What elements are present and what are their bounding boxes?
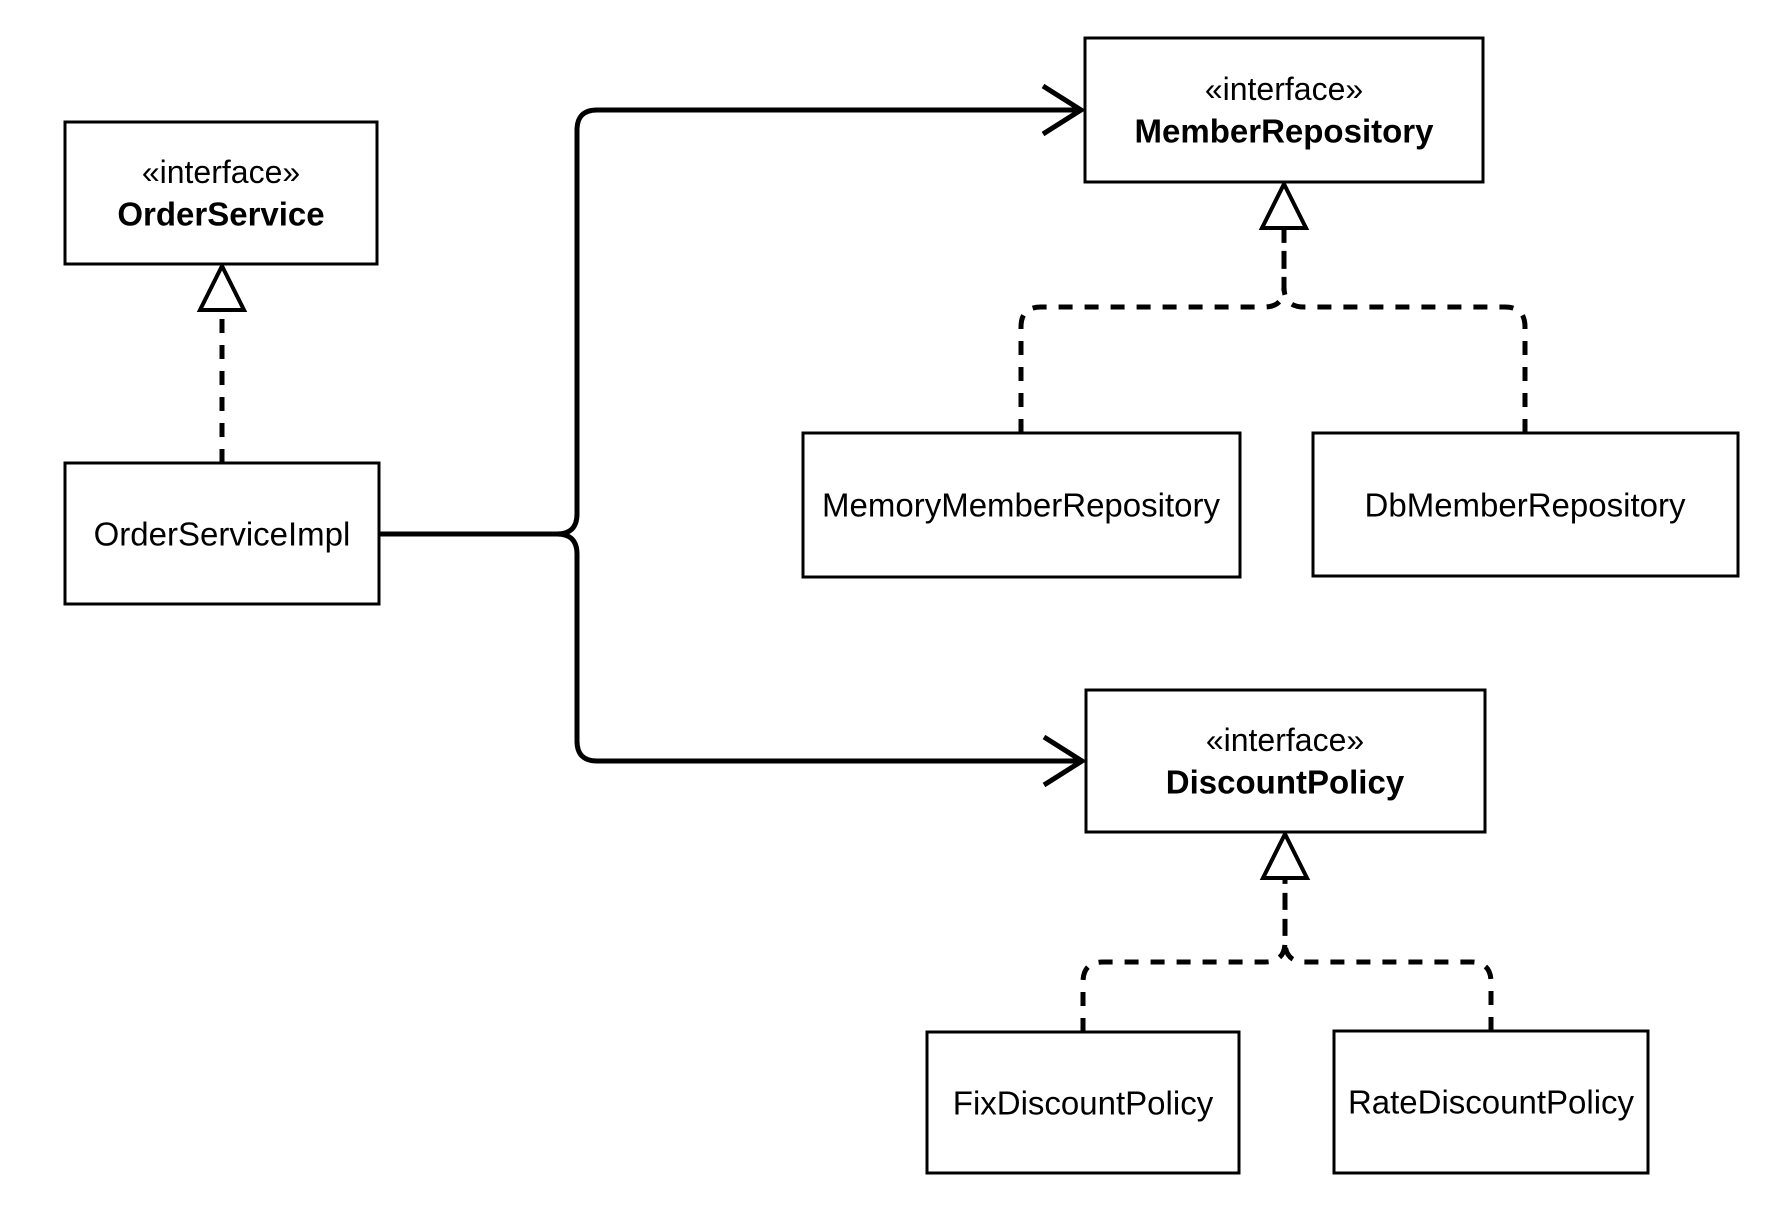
- class-name-label: DiscountPolicy: [1166, 764, 1405, 801]
- class-box-dbmemberrepository: [1311, 431, 1740, 578]
- class-box-discountpolicy: [1084, 688, 1487, 834]
- realization-edge-memorymemberrepository-memberrepository: [1018, 230, 1287, 433]
- realization-edge-orderserviceimpl-orderservice: [196, 261, 248, 463]
- class-box-memberrepository: [1083, 36, 1485, 184]
- realization-edge-dbmemberrepository-memberrepository: [1258, 179, 1528, 433]
- class-name-label: FixDiscountPolicy: [953, 1085, 1214, 1122]
- generalization-triangle-discountpolicy: [1259, 829, 1311, 880]
- class-node-orderservice: «interface» OrderService: [63, 120, 379, 266]
- generalization-triangle-memberrepository: [1258, 179, 1310, 230]
- class-name-label: OrderService: [117, 196, 324, 233]
- stereotype-label: «interface»: [1205, 71, 1363, 107]
- stereotype-label: «interface»: [142, 154, 300, 190]
- generalization-triangle-orderservice: [196, 261, 248, 312]
- open-arrowhead-discountpolicy: [1042, 734, 1087, 788]
- realization-edge-line: [1018, 230, 1287, 433]
- class-node-memberrepository: «interface» MemberRepository: [1083, 36, 1485, 184]
- realization-edge-fixdiscountpolicy-discountpolicy: [1080, 880, 1288, 1032]
- realization-edge-ratediscountpolicy-discountpolicy: [1259, 829, 1494, 1031]
- stereotype-label: «interface»: [1206, 722, 1364, 758]
- class-box-ratediscountpolicy: [1332, 1029, 1650, 1175]
- class-node-fixdiscountpolicy: FixDiscountPolicy: [925, 1030, 1241, 1175]
- class-name-label: MemoryMemberRepository: [822, 487, 1220, 524]
- class-box-fixdiscountpolicy: [925, 1030, 1241, 1175]
- open-arrowhead-memberrepository: [1041, 83, 1086, 137]
- realization-edge-line: [1080, 880, 1288, 1032]
- realization-edge-line: [1282, 880, 1494, 1031]
- dependency-edge-orderserviceimpl-discountpolicy: [379, 531, 1087, 788]
- class-box-orderserviceimpl: [63, 461, 381, 606]
- class-name-label: DbMemberRepository: [1365, 487, 1686, 524]
- class-node-memorymemberrepository: MemoryMemberRepository: [801, 431, 1242, 579]
- dependency-edge-line: [379, 531, 1080, 764]
- class-name-label: MemberRepository: [1135, 113, 1435, 150]
- class-box-orderservice: [63, 120, 379, 266]
- class-node-ratediscountpolicy: RateDiscountPolicy: [1332, 1029, 1650, 1175]
- class-node-discountpolicy: «interface» DiscountPolicy: [1084, 688, 1487, 834]
- class-node-orderserviceimpl: OrderServiceImpl: [63, 461, 381, 606]
- class-name-label: OrderServiceImpl: [94, 516, 351, 553]
- class-name-label: RateDiscountPolicy: [1348, 1084, 1635, 1121]
- realization-edge-line: [1281, 230, 1528, 433]
- class-box-memorymemberrepository: [801, 431, 1242, 579]
- class-node-dbmemberrepository: DbMemberRepository: [1311, 431, 1740, 578]
